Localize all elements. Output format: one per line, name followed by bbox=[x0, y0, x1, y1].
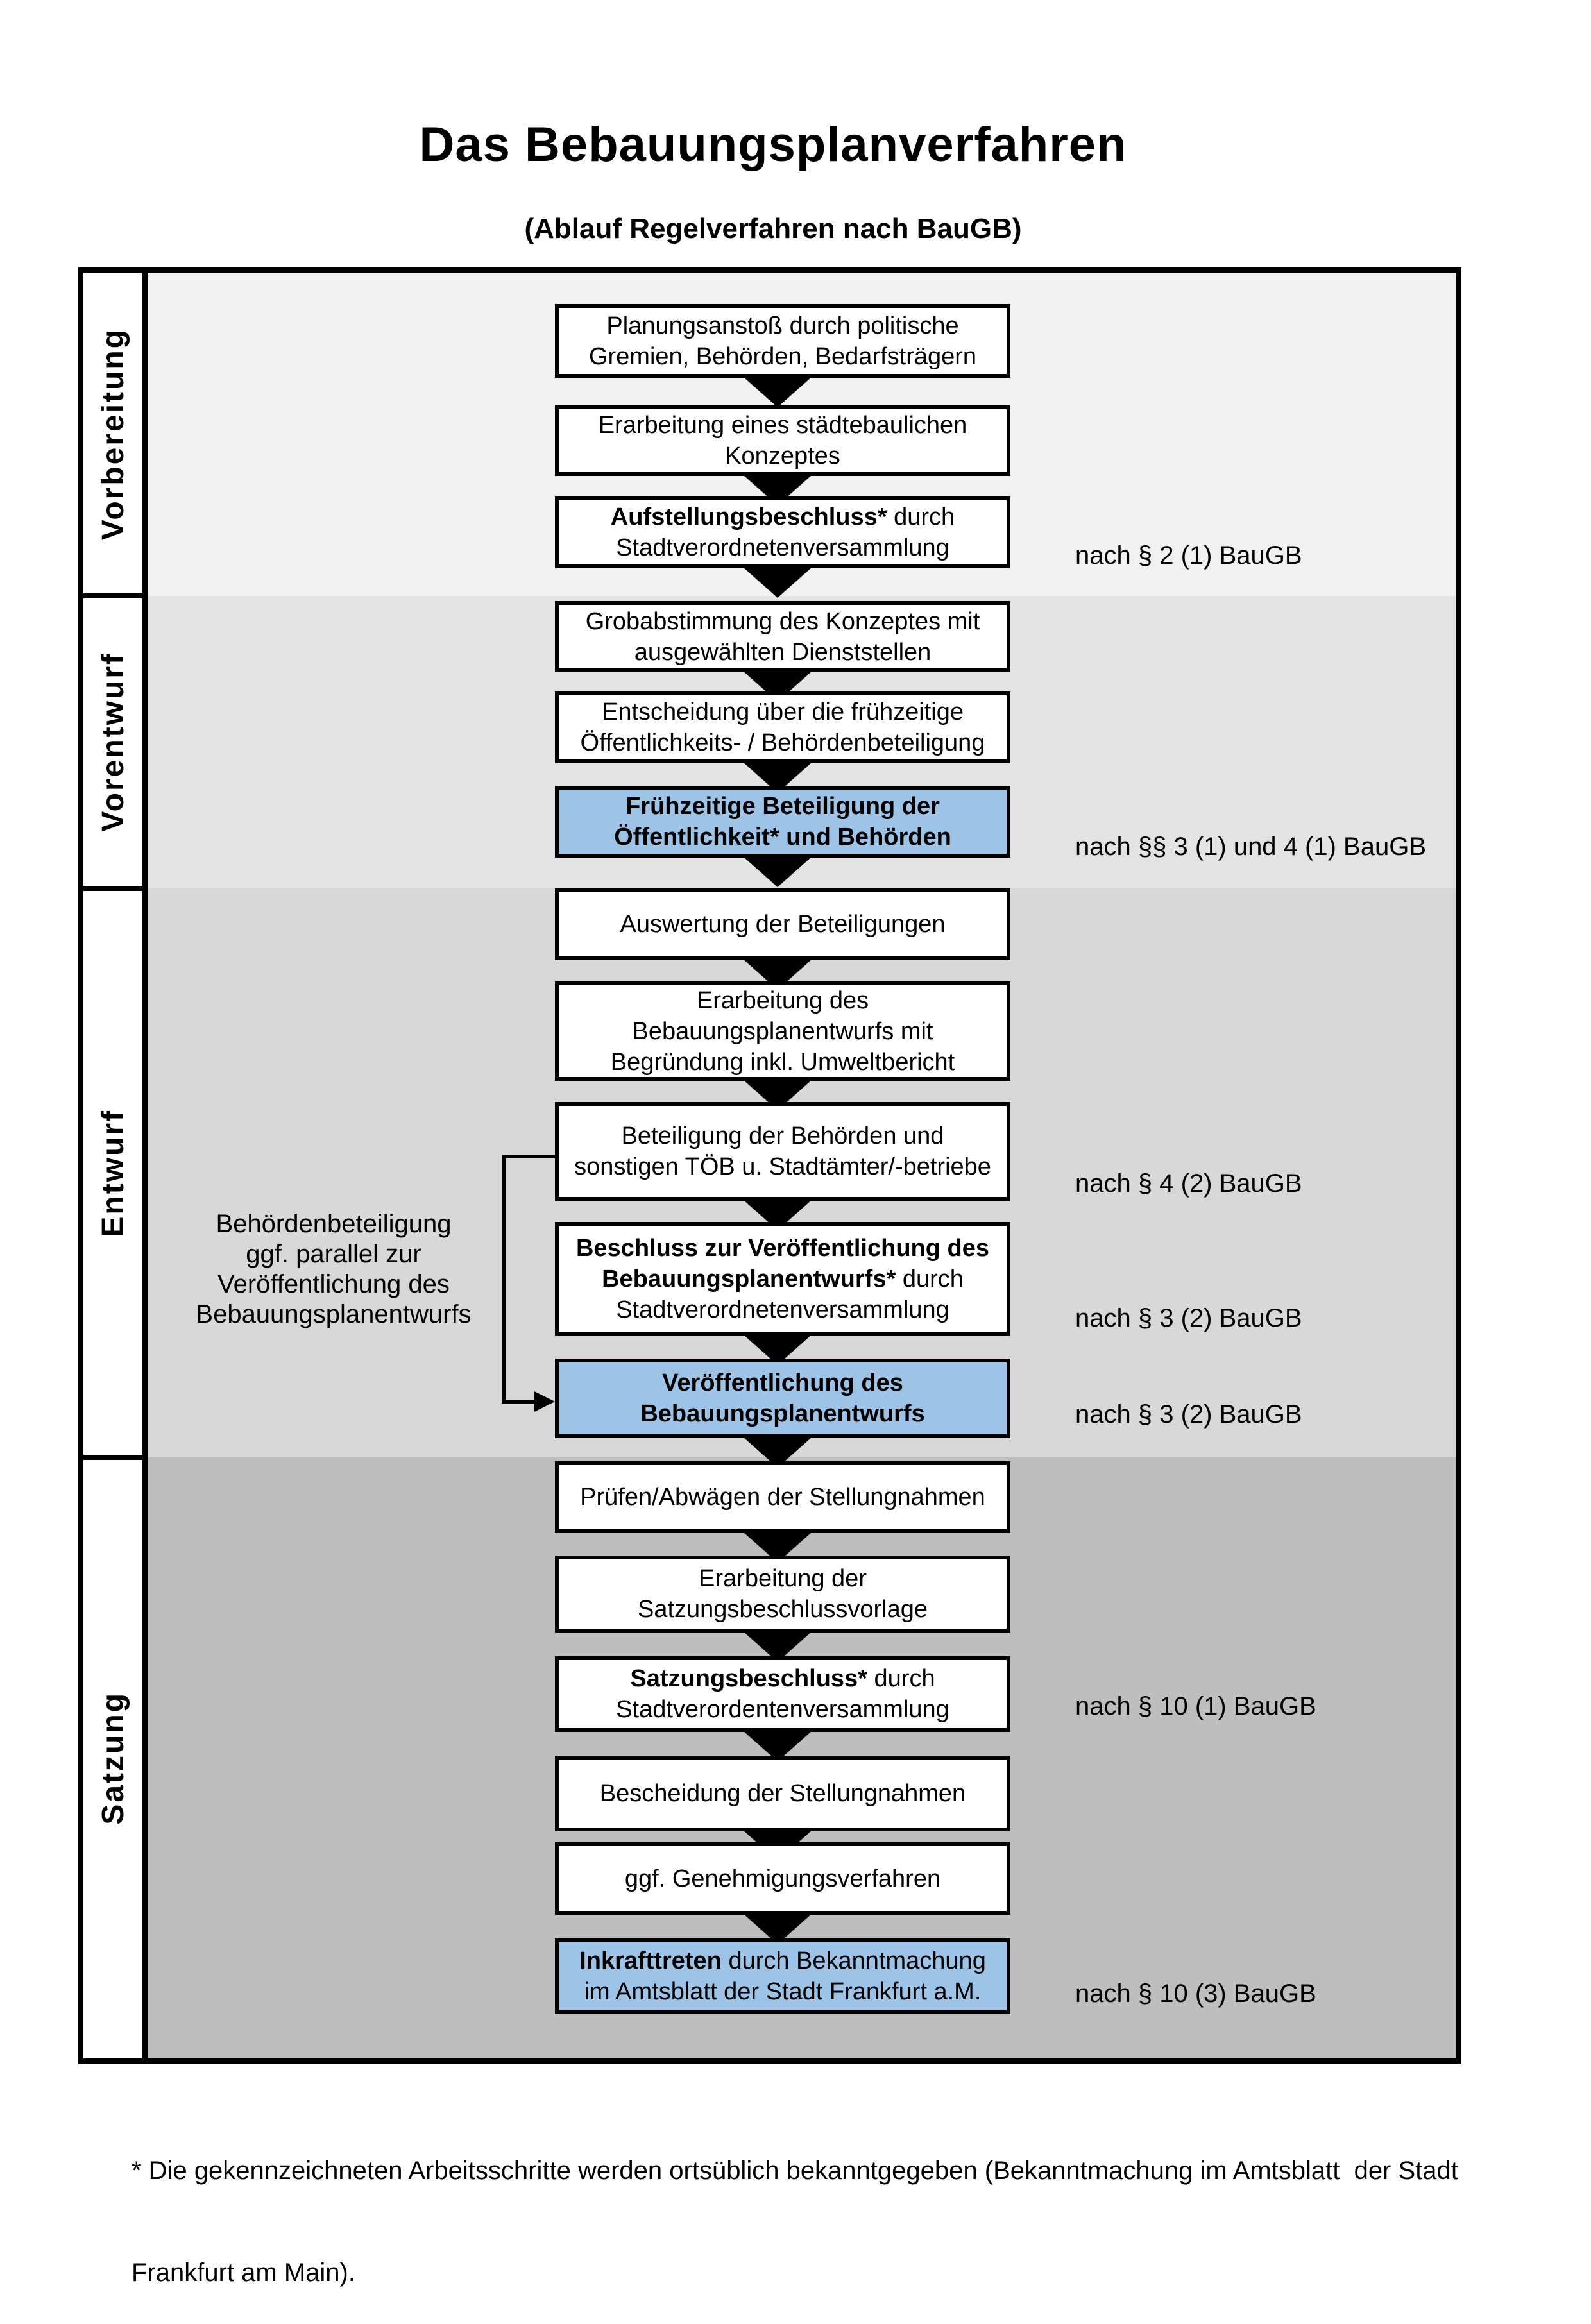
step-box-bescheidung: Bescheidung der Stellungnahmen bbox=[555, 1756, 1010, 1831]
step-box-konzept: Erarbeitung eines städtebaulichen Konzep… bbox=[555, 405, 1010, 476]
step-box-veroeffentlichung: Veröffentlichung des Bebauungsplanentwur… bbox=[555, 1359, 1010, 1438]
phase-label-vorentwurf: Vorentwurf bbox=[96, 652, 130, 832]
legal-ref: nach §§ 3 (1) und 4 (1) BauGB bbox=[1075, 833, 1426, 861]
arrow-right-icon bbox=[534, 1391, 555, 1412]
section-divider bbox=[83, 1455, 148, 1460]
step-box-entscheidung-beteiligung: Entscheidung über die frühzeitige Öffent… bbox=[555, 691, 1010, 763]
parallel-connector-line bbox=[502, 1155, 506, 1402]
page-title: Das Bebauungsplanverfahren bbox=[419, 117, 1127, 172]
legal-ref: nach § 2 (1) BauGB bbox=[1075, 541, 1302, 570]
legal-ref: nach § 10 (1) BauGB bbox=[1075, 1692, 1316, 1720]
parallel-connector-top bbox=[502, 1155, 555, 1158]
flowchart-frame: Vorbereitung Vorentwurf Entwurf Satzung … bbox=[78, 267, 1461, 2064]
label-column-divider bbox=[142, 273, 148, 2058]
step-box-beschluss-veroeffentlichung: Beschluss zur Veröffentlichung des Bebau… bbox=[555, 1222, 1010, 1336]
step-box-satzungsbeschluss: Satzungsbeschluss* durch Stadtverordente… bbox=[555, 1656, 1010, 1732]
legal-ref: nach § 3 (2) BauGB bbox=[1075, 1304, 1302, 1332]
step-box-grobabstimmung: Grobabstimmung des Konzeptes mit ausgewä… bbox=[555, 601, 1010, 672]
step-box-pruefen-abwaegen: Prüfen/Abwägen der Stellungnahmen bbox=[555, 1461, 1010, 1533]
section-divider bbox=[83, 593, 148, 598]
phase-label-column bbox=[83, 273, 142, 2058]
arrow-down-icon bbox=[743, 377, 812, 407]
step-box-erarbeitung-entwurf: Erarbeitung des Bebauungsplanentwurfs mi… bbox=[555, 981, 1010, 1081]
step-box-planungsanstoss: Planungsanstoß durch politische Gremien,… bbox=[555, 304, 1010, 378]
step-box-auswertung: Auswertung der Beteiligungen bbox=[555, 888, 1010, 960]
page-subtitle: (Ablauf Regelverfahren nach BauGB) bbox=[524, 213, 1022, 244]
legal-ref: nach § 4 (2) BauGB bbox=[1075, 1169, 1302, 1198]
step-box-genehmigungsverfahren: ggf. Genehmigungsverfahren bbox=[555, 1842, 1010, 1915]
arrow-down-icon bbox=[743, 856, 812, 887]
phase-label-entwurf: Entwurf bbox=[96, 1108, 130, 1237]
legal-ref: nach § 10 (3) BauGB bbox=[1075, 1980, 1316, 2008]
phase-label-satzung: Satzung bbox=[96, 1691, 130, 1825]
section-divider bbox=[83, 886, 148, 891]
step-box-aufstellungsbeschluss: Aufstellungsbeschluss* durch Stadtverord… bbox=[555, 496, 1010, 568]
step-box-inkrafttreten: Inkrafttreten durch Bekanntmachung im Am… bbox=[555, 1938, 1010, 2014]
arrow-down-icon bbox=[743, 567, 812, 598]
phase-label-vorbereitung: Vorbereitung bbox=[96, 328, 130, 541]
step-box-fruehzeitige-beteiligung: Frühzeitige Beteiligung der Öffentlichke… bbox=[555, 786, 1010, 858]
legal-ref: nach § 3 (2) BauGB bbox=[1075, 1400, 1302, 1429]
parallel-connector-bottom bbox=[502, 1400, 537, 1404]
parallel-note: Behördenbeteiligung ggf. parallel zur Ve… bbox=[196, 1210, 472, 1328]
step-box-beteiligung-behoerden: Beteiligung der Behörden und sonstigen T… bbox=[555, 1102, 1010, 1201]
step-box-satzungsvorlage: Erarbeitung der Satzungsbeschlussvorlage bbox=[555, 1556, 1010, 1633]
footnote: * Die gekennzeichneten Arbeitsschritte w… bbox=[132, 2157, 1458, 2287]
